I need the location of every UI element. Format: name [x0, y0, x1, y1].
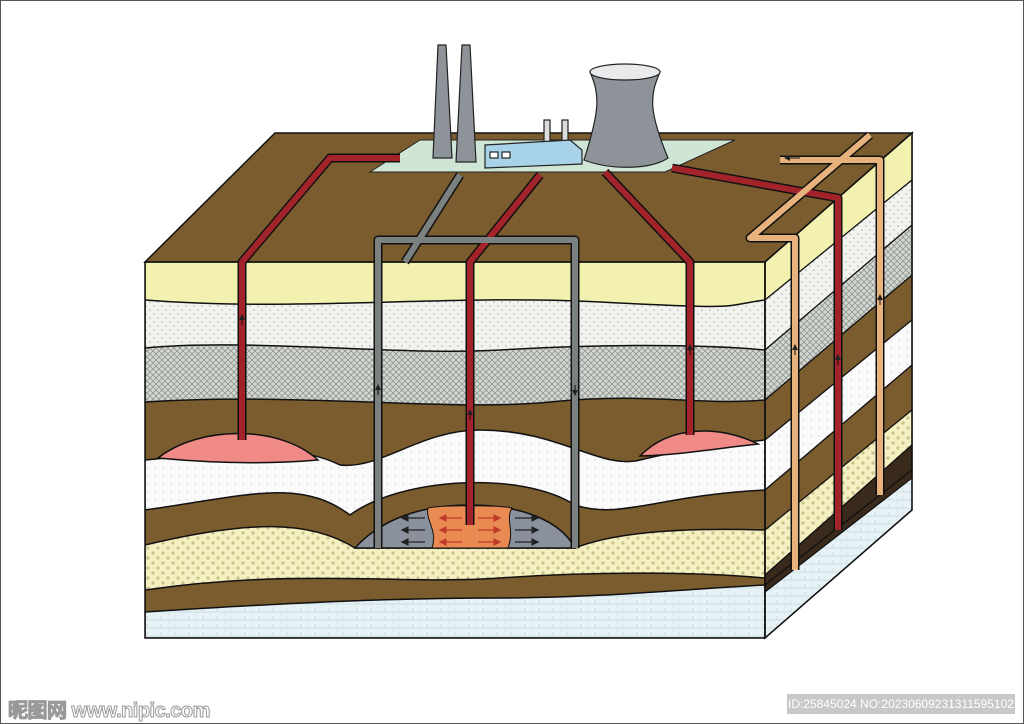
chimney [455, 44, 477, 163]
power-plant [432, 44, 669, 169]
plant-building [484, 139, 583, 169]
hot-rock-lens-left [156, 432, 320, 464]
flow-arrows [400, 514, 540, 546]
hot-rock-lens-right [638, 430, 761, 457]
watermark-left: 昵图网 www.nipic.com [8, 700, 211, 723]
cooling-tower [583, 71, 669, 168]
hot-fracture-zone [427, 505, 513, 549]
front-face-strata [145, 262, 765, 638]
watermark-id: ID:25845024 NO:20230609231311595102 [787, 694, 1015, 714]
pipes [237, 131, 885, 570]
chimney [432, 44, 453, 159]
